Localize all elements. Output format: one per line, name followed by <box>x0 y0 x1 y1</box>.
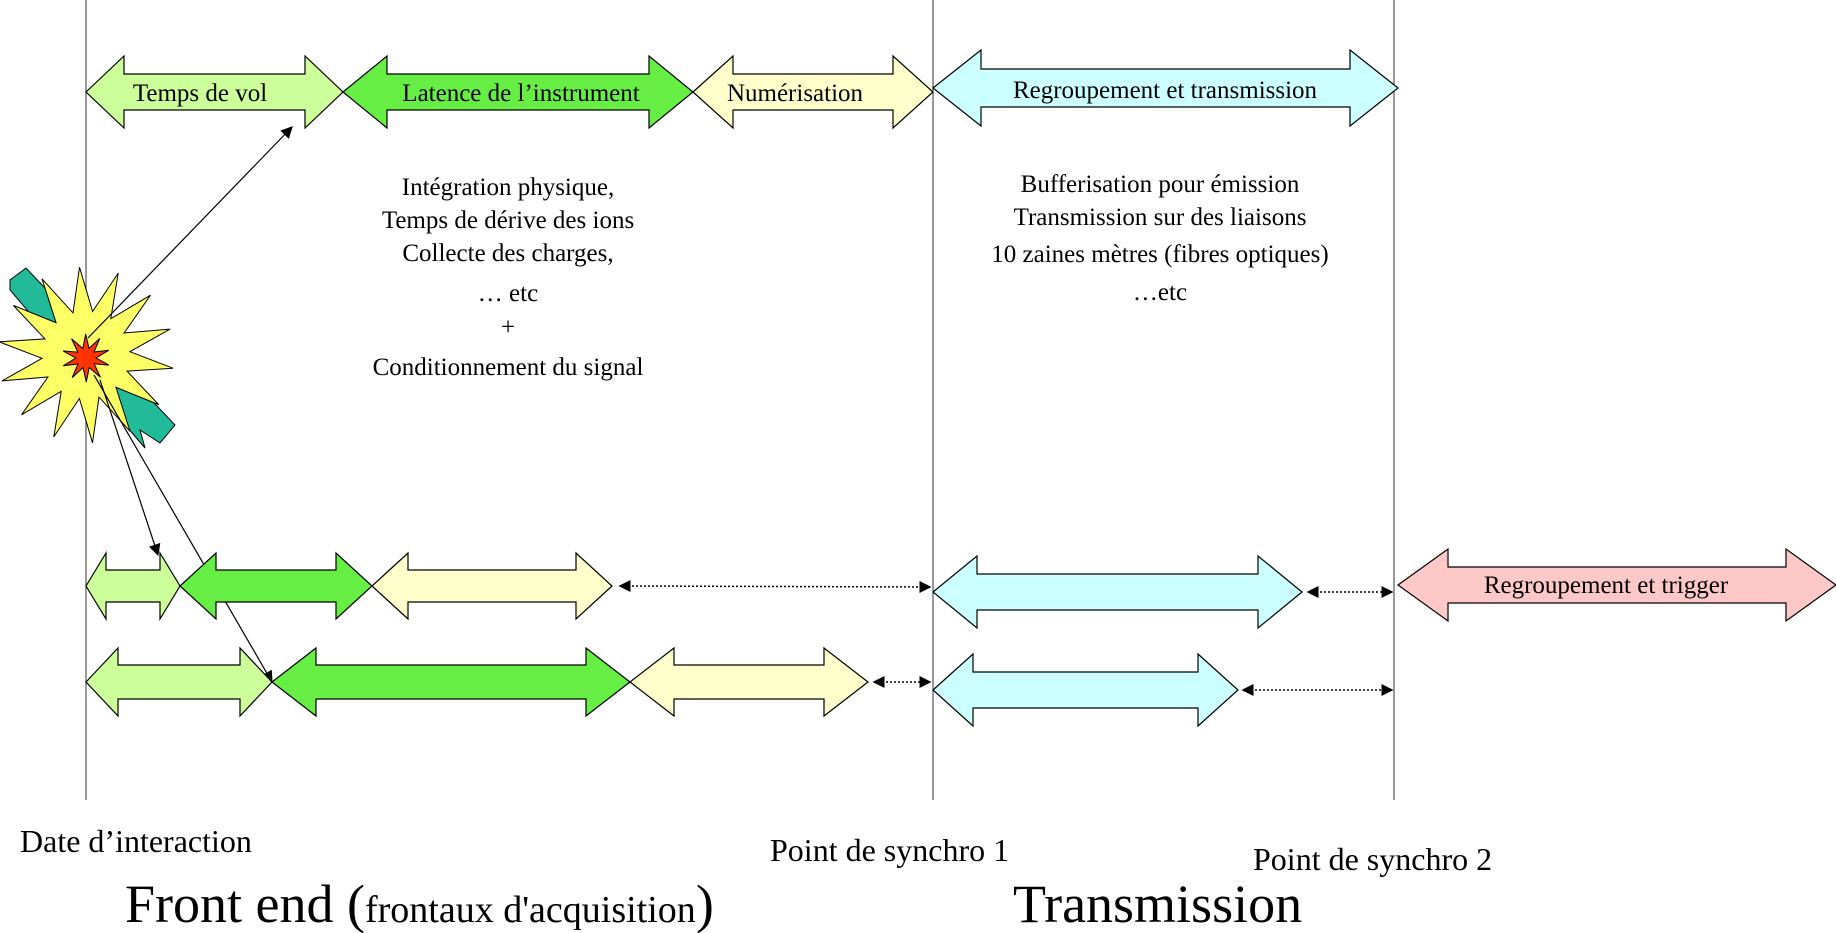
latency-note-line: Conditionnement du signal <box>373 354 644 381</box>
front-end-detail: frontaux d'acquisition <box>365 889 696 931</box>
row2-transmission-arrow <box>932 652 1239 728</box>
grouping-transmission-label: Regroupement et transmission <box>1013 77 1318 104</box>
instrument-latency-label: Latence de l’instrument <box>402 80 639 107</box>
latency-note-line: + <box>501 314 515 341</box>
digitization-label: Numérisation <box>727 80 864 107</box>
front-end-section-title: Front end (frontaux d'acquisition) <box>125 874 714 933</box>
row1-instrument-latency-arrow <box>179 551 373 621</box>
front-end-close: ) <box>696 874 714 933</box>
latency-note-line: … etc <box>478 280 538 307</box>
transmission-note-line: Bufferisation pour émission <box>1021 171 1300 198</box>
latency-notes: Intégration physique, Temps de dérive de… <box>373 174 644 381</box>
grouping-trigger-label: Regroupement et trigger <box>1484 572 1729 599</box>
particle-path-to-top <box>87 126 293 339</box>
row1-flight-time-arrow <box>85 550 181 622</box>
row1-digitization-arrow <box>371 551 613 621</box>
latency-note-line: Collecte des charges, <box>402 240 613 267</box>
interaction-core-icon <box>62 333 110 383</box>
transmission-note-line: 10 zaines mètres (fibres optiques) <box>991 241 1328 268</box>
latency-note-line: Intégration physique, <box>402 174 614 201</box>
particle-path-to-row1 <box>99 379 161 557</box>
row1-transmission-arrow <box>932 554 1303 630</box>
row1-wait-to-sync1 <box>618 580 932 593</box>
sync-point-1-label: Point de synchro 1 <box>770 832 1009 868</box>
transmission-notes: Bufferisation pour émission Transmission… <box>991 171 1328 306</box>
sync-point-2-label: Point de synchro 2 <box>1253 841 1492 877</box>
row2-instrument-latency-arrow <box>271 646 631 718</box>
front-end-title: Front end ( <box>125 874 365 933</box>
grouping-transmission-arrow <box>932 48 1399 128</box>
grouping-trigger-arrow <box>1396 547 1836 623</box>
flight-time-label: Temps de vol <box>133 80 267 107</box>
digitization-arrow <box>692 54 934 130</box>
transmission-note-line: …etc <box>1133 279 1187 306</box>
interaction-date-label: Date d’interaction <box>20 823 252 859</box>
row2-flight-time-arrow <box>85 646 273 718</box>
transmission-section-title: Transmission <box>1013 874 1302 933</box>
latency-note-line: Temps de dérive des ions <box>382 207 634 234</box>
particle-path-to-row2 <box>93 374 273 684</box>
row2-digitization-arrow <box>629 646 869 718</box>
transmission-note-line: Transmission sur des liaisons <box>1014 204 1307 231</box>
